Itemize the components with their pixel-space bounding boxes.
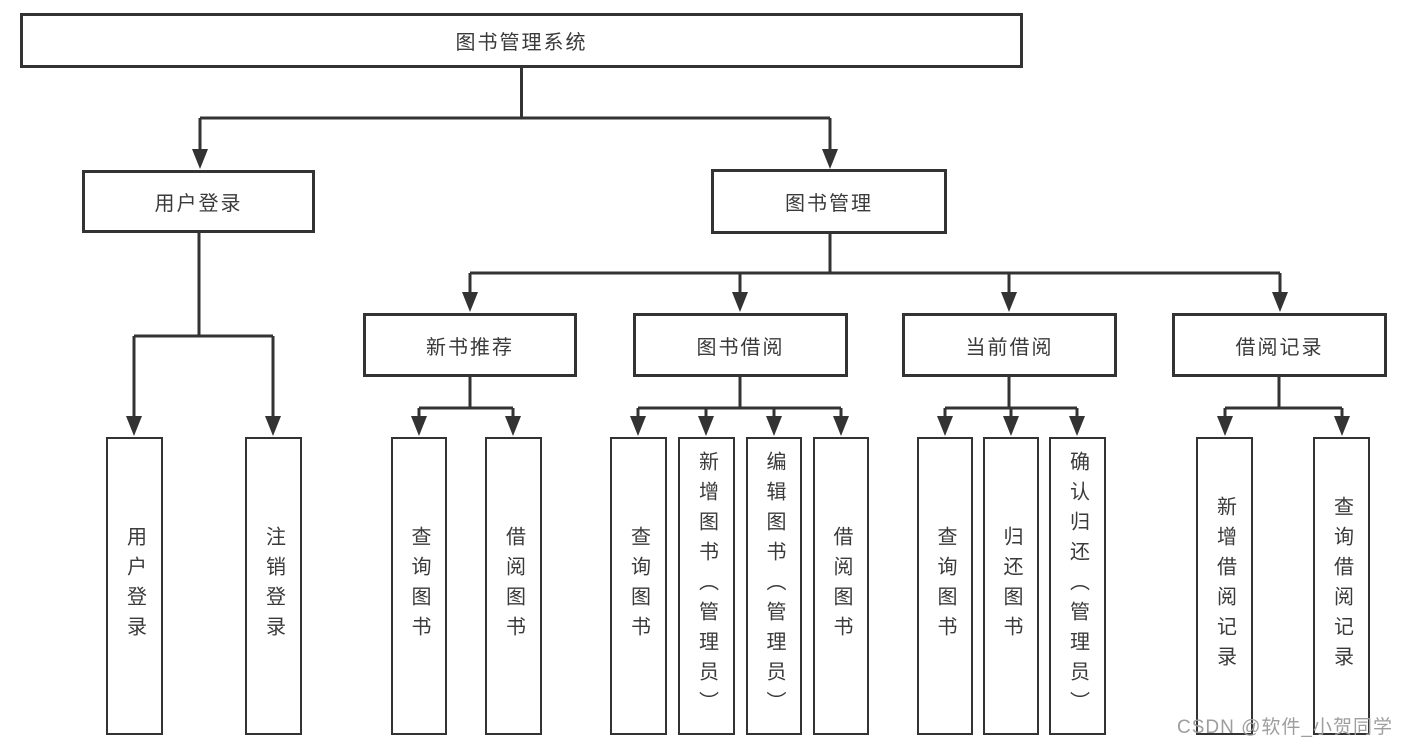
node-user-login-label: 用户登录 <box>154 193 243 215</box>
leaf-logout-label: 注销登录 <box>262 526 285 646</box>
arrowheads <box>126 149 1350 436</box>
node-book-borrow: 图书借阅 <box>633 313 848 377</box>
node-current-borrow-label: 当前借阅 <box>965 336 1054 359</box>
node-root: 图书管理系统 <box>20 13 1023 68</box>
leaf-current-confirm-return: 确认归还（管理员） <box>1049 437 1106 735</box>
leaf-current-return-book-label: 归还图书 <box>1000 526 1022 646</box>
leaf-current-query-book: 查询图书 <box>917 437 973 735</box>
leaf-borrow-edit-book-label: 编辑图书（管理员） <box>763 451 785 721</box>
leaf-borrow-query-book-label: 查询图书 <box>627 526 650 646</box>
leaf-records-add-record: 新增借阅记录 <box>1196 437 1253 735</box>
leaf-borrow-add-book-label: 新增图书（管理员） <box>695 451 718 721</box>
watermark: CSDN @软件_小贺同学 <box>1177 717 1393 738</box>
leaf-current-query-book-label: 查询图书 <box>934 526 956 646</box>
leaf-current-confirm-return-label: 确认归还（管理员） <box>1066 451 1089 721</box>
leaf-borrow-borrow-book: 借阅图书 <box>813 437 869 735</box>
leaf-borrow-add-book: 新增图书（管理员） <box>678 437 735 735</box>
node-root-label: 图书管理系统 <box>455 32 588 54</box>
leaf-recommend-borrow-book: 借阅图书 <box>485 437 542 735</box>
leaf-borrow-edit-book: 编辑图书（管理员） <box>746 437 802 735</box>
node-new-book-recommend-label: 新书推荐 <box>426 336 514 359</box>
leaf-user-login-label: 用户登录 <box>123 526 146 646</box>
leaf-user-login: 用户登录 <box>106 437 163 735</box>
connector-lines <box>132 68 1344 420</box>
leaf-records-query-record: 查询借阅记录 <box>1313 437 1370 735</box>
node-borrow-records: 借阅记录 <box>1172 313 1387 377</box>
leaf-current-return-book: 归还图书 <box>983 437 1039 735</box>
leaf-recommend-query-book-label: 查询图书 <box>408 526 430 646</box>
node-new-book-recommend: 新书推荐 <box>363 313 577 377</box>
leaf-records-add-record-label: 新增借阅记录 <box>1213 496 1236 676</box>
leaf-recommend-query-book: 查询图书 <box>391 437 447 735</box>
node-user-login: 用户登录 <box>82 170 315 233</box>
leaf-records-query-record-label: 查询借阅记录 <box>1330 496 1353 676</box>
leaf-borrow-borrow-book-label: 借阅图书 <box>830 526 852 646</box>
leaf-borrow-query-book: 查询图书 <box>610 437 667 735</box>
node-book-management-label: 图书管理 <box>785 193 873 215</box>
node-book-management: 图书管理 <box>711 169 947 234</box>
leaf-recommend-borrow-book-label: 借阅图书 <box>502 526 525 646</box>
node-borrow-records-label: 借阅记录 <box>1235 336 1324 359</box>
node-current-borrow: 当前借阅 <box>902 313 1117 377</box>
leaf-logout: 注销登录 <box>245 437 302 735</box>
node-book-borrow-label: 图书借阅 <box>696 336 785 359</box>
